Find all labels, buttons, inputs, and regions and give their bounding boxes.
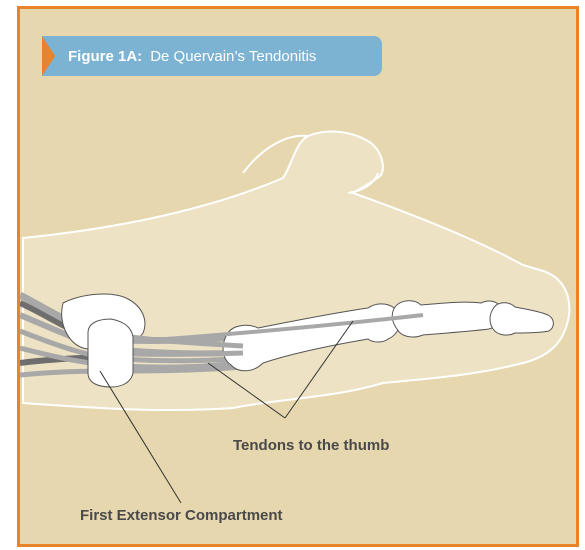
- extensor-compartment: [88, 319, 133, 387]
- figure-label: Figure 1A:: [68, 48, 142, 65]
- figure-title: De Quervain’s Tendonitis: [150, 48, 316, 65]
- tendons-label: Tendons to the thumb: [233, 437, 389, 454]
- compartment-label: First Extensor Compartment: [80, 507, 283, 524]
- hand-illustration: [20, 9, 579, 547]
- figure-arrow-icon: [42, 36, 55, 76]
- figure-panel: Figure 1A: De Quervain’s Tendonitis Tend…: [17, 6, 579, 547]
- figure-title-tab: Figure 1A: De Quervain’s Tendonitis: [42, 36, 382, 76]
